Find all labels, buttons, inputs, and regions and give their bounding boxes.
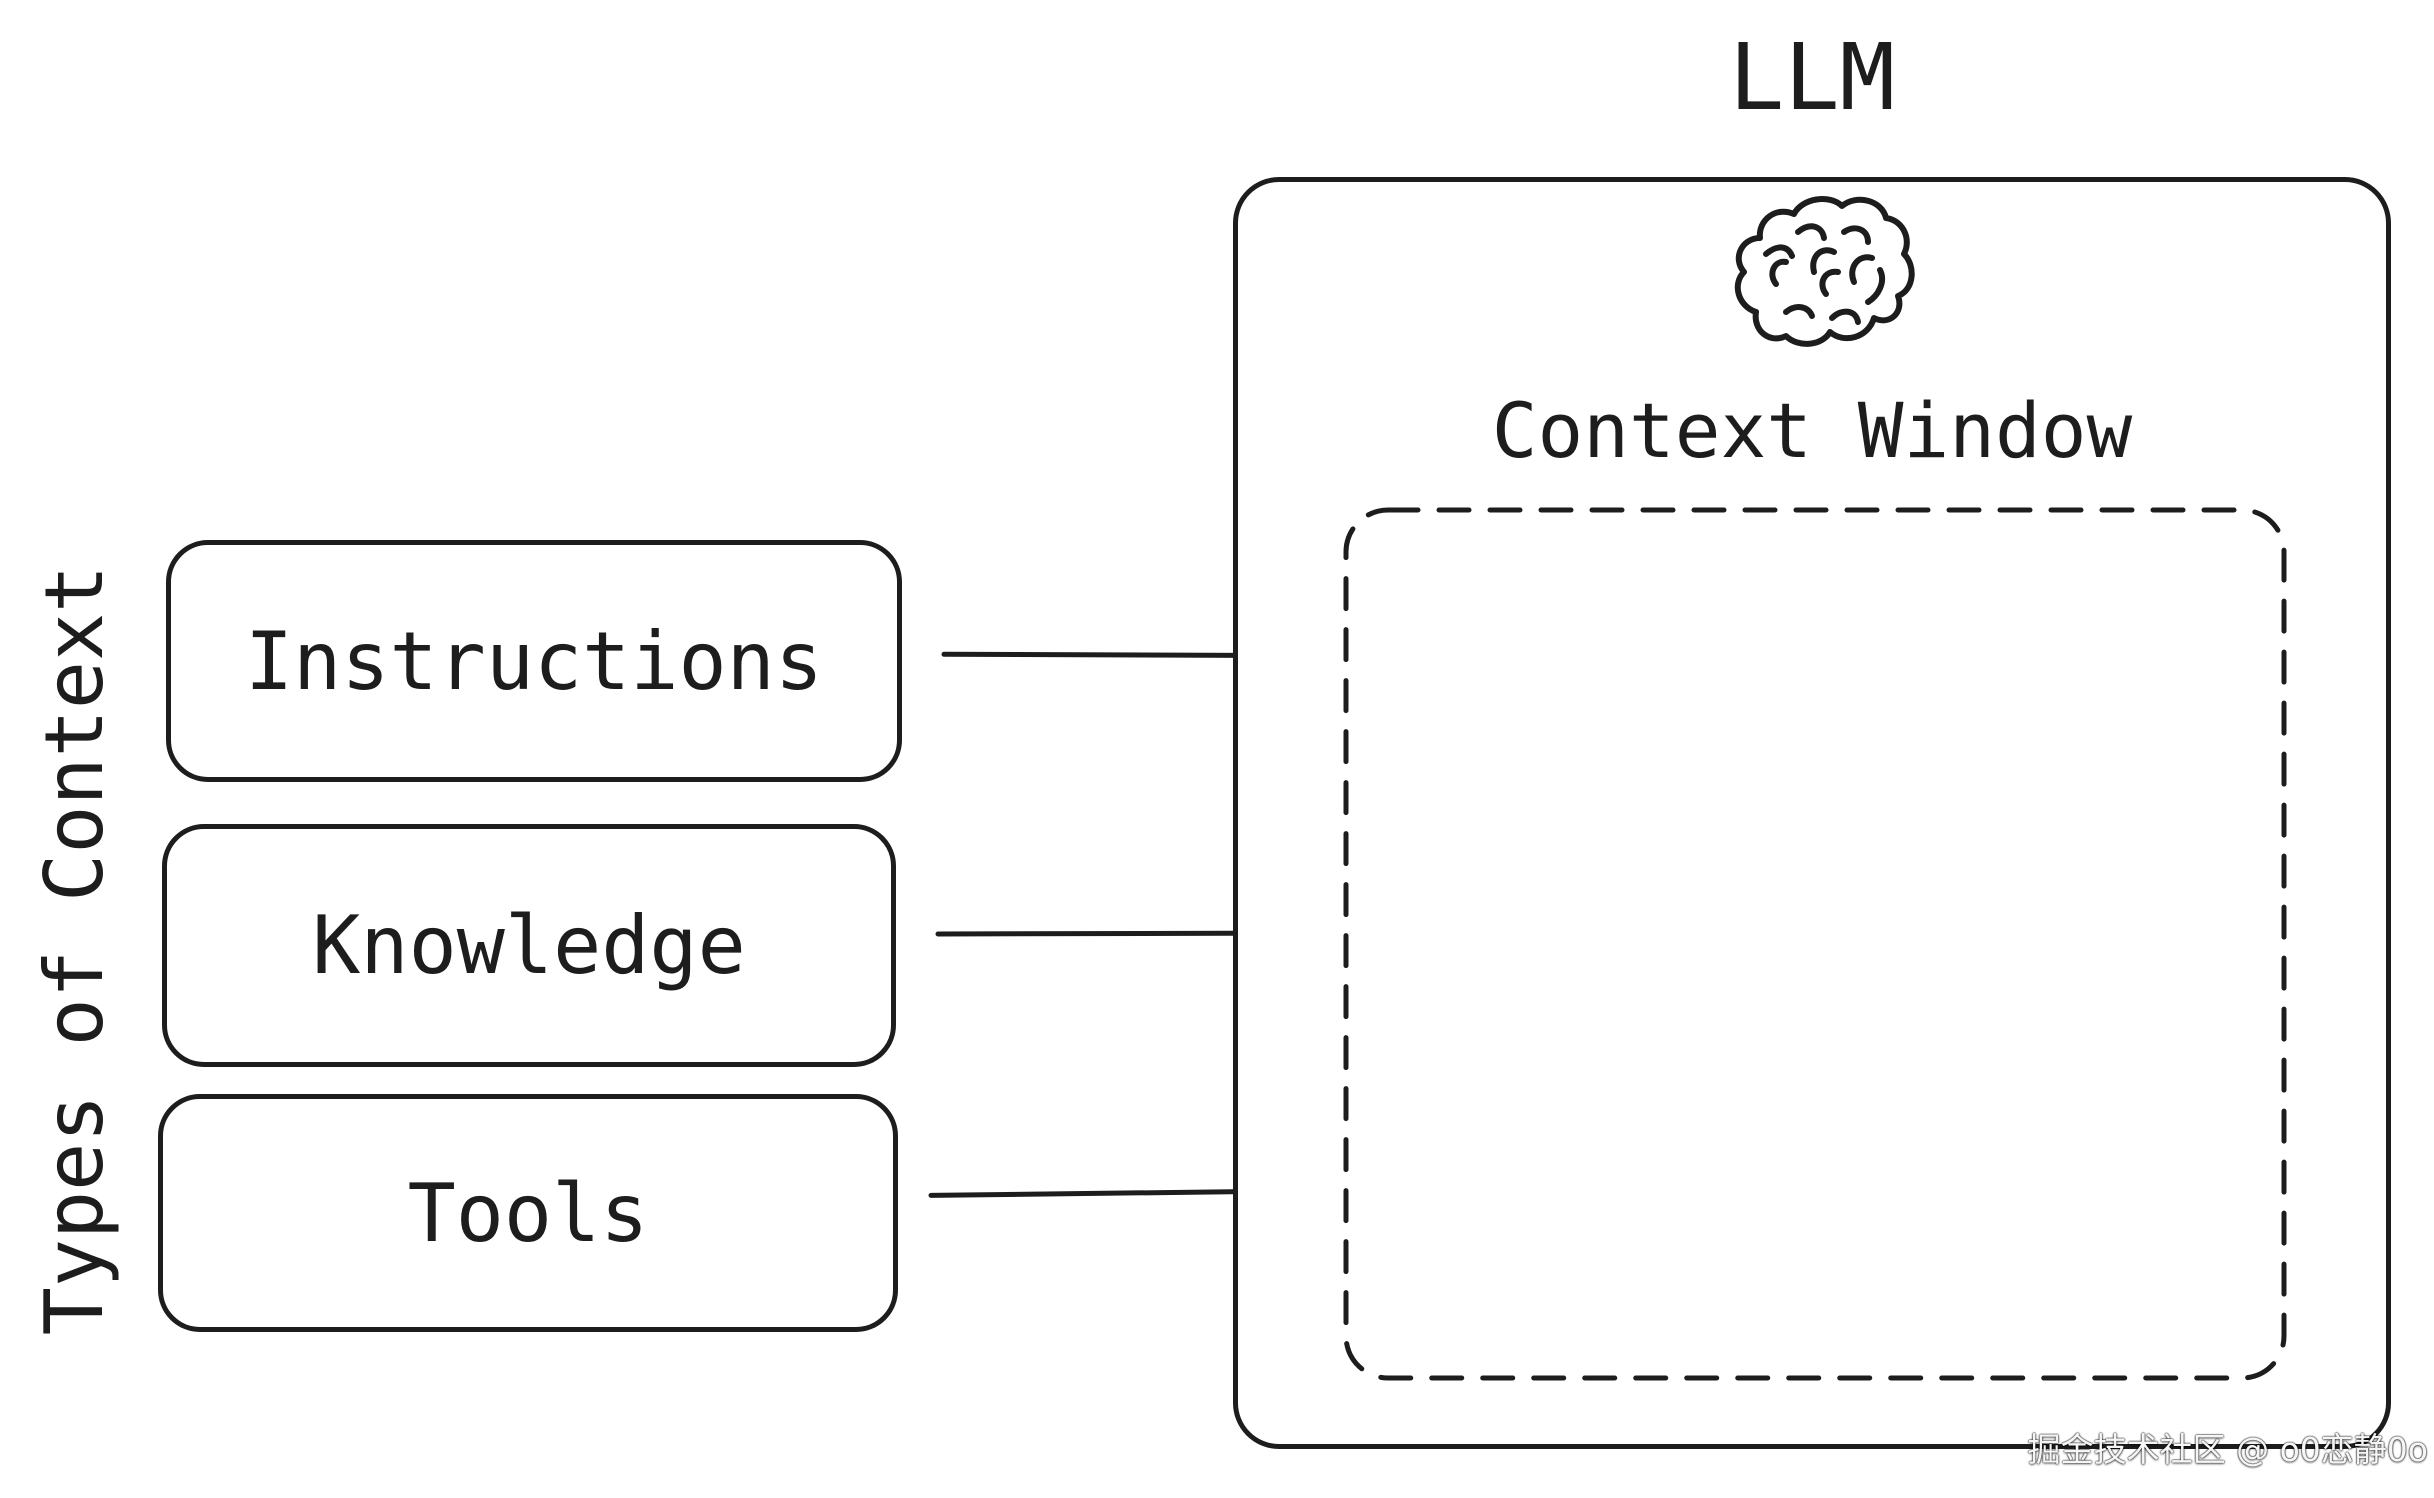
instructions-box-label: Instructions <box>245 614 823 708</box>
llm-title: LLM <box>1728 24 1896 131</box>
context-window-label: Context Window <box>1491 386 2133 475</box>
types-of-context-label: Types of Context <box>28 564 121 1336</box>
knowledge-box: Knowledge <box>162 824 896 1067</box>
instructions-box: Instructions <box>166 540 902 782</box>
knowledge-box-label: Knowledge <box>312 899 746 992</box>
tools-box-label: Tools <box>407 1166 649 1260</box>
tools-box: Tools <box>158 1094 898 1332</box>
watermark: 掘金技术社区 @ o0恋静0o <box>2027 1430 2428 1469</box>
llm-box <box>1233 177 2391 1449</box>
context-window-dashed-box <box>1343 507 2287 1381</box>
brain-icon <box>1734 196 1915 347</box>
